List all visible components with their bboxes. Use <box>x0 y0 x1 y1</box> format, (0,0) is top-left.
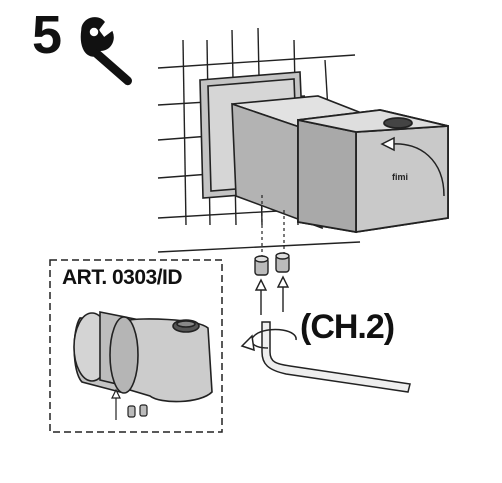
rotate-arrow-icon <box>380 136 445 197</box>
housing-body: fimi <box>297 109 449 234</box>
svg-text:fimi: fimi <box>392 172 408 182</box>
insert-arrows <box>254 275 290 315</box>
kit-article-label: ART. 0303/ID <box>62 266 183 289</box>
allen-key <box>261 321 411 393</box>
kit-frame <box>49 259 223 433</box>
kit-set-screws <box>111 388 148 420</box>
wrench-icon <box>80 17 132 86</box>
tighten-arrow-icon <box>240 328 297 352</box>
set-screw-pair <box>254 252 290 276</box>
kit-housing <box>73 311 213 403</box>
step-number: 5 <box>32 5 63 65</box>
allen-key-size-label: (CH.2) <box>300 308 395 346</box>
screw-guide-lines <box>261 195 285 258</box>
